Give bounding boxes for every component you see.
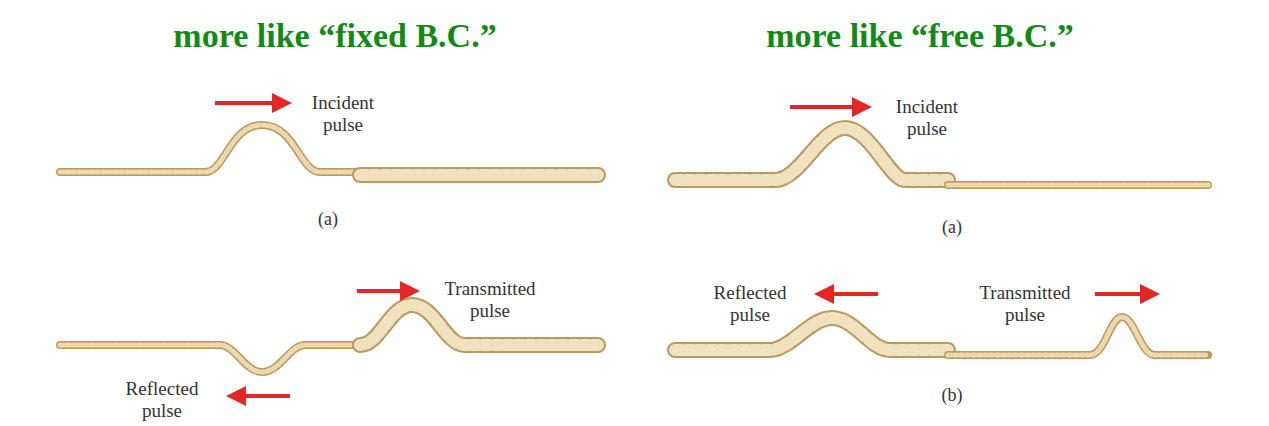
panel-tag: (a) [922,216,982,238]
pulse-label: Incident pulse [298,92,388,136]
pulse-label: Reflected pulse [110,378,214,422]
pulse-label: Reflected pulse [698,282,802,326]
panel-tag: (b) [922,384,982,406]
panel-tag: (a) [298,208,358,230]
panel-heading: more like “free B.C.” [690,16,1150,56]
panel-heading: more like “fixed B.C.” [90,16,580,56]
pulse-label: Incident pulse [880,96,974,140]
pulse-label: Transmitted pulse [960,282,1090,326]
pulse-label: Transmitted pulse [425,278,555,322]
